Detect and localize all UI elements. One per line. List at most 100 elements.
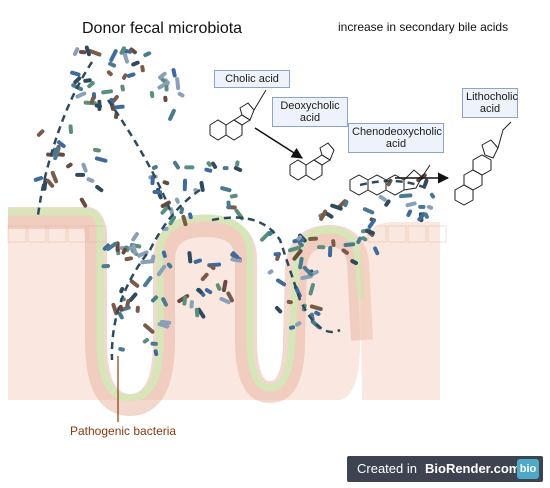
bacterium bbox=[153, 349, 159, 357]
bacterium bbox=[298, 256, 304, 270]
bacterium bbox=[417, 212, 426, 222]
bacterium bbox=[131, 244, 138, 255]
bacterium bbox=[233, 166, 243, 173]
bacterium bbox=[235, 160, 240, 167]
bacterium bbox=[113, 104, 125, 110]
deoxycholic-acid-structure bbox=[289, 142, 335, 181]
bacterium bbox=[325, 212, 334, 219]
bacterium bbox=[302, 265, 314, 277]
migration-trail bbox=[36, 61, 431, 361]
bacterium bbox=[286, 299, 293, 305]
bacterium bbox=[151, 165, 158, 170]
bacterium bbox=[199, 181, 205, 192]
bacterium bbox=[163, 95, 168, 103]
bacterium bbox=[406, 209, 413, 218]
pathogenic-bacteria-label: Pathogenic bacteria bbox=[70, 424, 177, 438]
bacterium bbox=[328, 245, 333, 258]
bacterium bbox=[356, 236, 363, 245]
bacterium bbox=[135, 305, 140, 313]
bacterium bbox=[226, 291, 235, 303]
bacterium bbox=[152, 189, 163, 195]
bacterium bbox=[350, 259, 358, 266]
bacterium bbox=[87, 81, 95, 89]
bile-acid-structures bbox=[209, 89, 512, 206]
bacterium bbox=[101, 89, 114, 95]
bacterium bbox=[72, 47, 80, 57]
bacterium bbox=[161, 250, 167, 258]
bacterium bbox=[331, 239, 336, 247]
bacterium bbox=[118, 347, 125, 352]
bacterium bbox=[361, 236, 368, 242]
bacterium bbox=[101, 264, 111, 269]
bacterium bbox=[273, 252, 281, 257]
bacterium bbox=[45, 178, 55, 188]
bacterium bbox=[229, 193, 238, 199]
bacterium bbox=[204, 288, 213, 295]
bacterium bbox=[298, 241, 304, 248]
bacterium bbox=[68, 124, 73, 135]
bacterium bbox=[287, 245, 302, 253]
bacterium bbox=[36, 129, 45, 137]
bacterium bbox=[150, 295, 159, 303]
bacterium bbox=[386, 178, 393, 187]
bacterium bbox=[230, 257, 242, 263]
bacterium bbox=[197, 307, 206, 319]
epithelial-cell bbox=[87, 225, 107, 243]
lithocholic-acid-structure bbox=[454, 121, 512, 206]
bacterium bbox=[88, 49, 102, 57]
bacterium bbox=[309, 304, 323, 311]
bacterium bbox=[193, 258, 202, 264]
bacterium bbox=[119, 286, 125, 294]
bacterium bbox=[215, 283, 222, 291]
bacterium bbox=[137, 250, 149, 258]
bacterium bbox=[222, 166, 229, 171]
bacterium bbox=[187, 251, 193, 264]
bacterium bbox=[330, 203, 343, 211]
bacterium bbox=[196, 287, 203, 294]
bacterium bbox=[175, 77, 181, 91]
bacterium bbox=[156, 264, 167, 277]
bacterium bbox=[157, 80, 170, 90]
bacterium bbox=[365, 229, 375, 236]
bacterium bbox=[274, 306, 283, 314]
bacterium bbox=[171, 68, 177, 78]
bacterium bbox=[174, 197, 180, 204]
bacterium bbox=[399, 193, 413, 199]
bacterium bbox=[70, 70, 81, 77]
bacterium bbox=[66, 162, 73, 169]
bacterium bbox=[289, 325, 296, 330]
bacterium bbox=[157, 71, 167, 80]
bacterium bbox=[343, 199, 349, 208]
bacterium bbox=[206, 161, 212, 167]
epithelial-cell bbox=[7, 225, 27, 243]
epithelial-cell bbox=[387, 225, 407, 243]
bacterium bbox=[131, 60, 140, 67]
arrow-cholic-to-deoxycholic bbox=[254, 127, 303, 159]
bacterium bbox=[157, 322, 170, 329]
bacterium bbox=[317, 245, 326, 250]
bacterium bbox=[122, 50, 130, 64]
bacterium bbox=[126, 72, 136, 78]
bacterium bbox=[367, 218, 377, 229]
bacterium bbox=[211, 161, 218, 169]
bacterium bbox=[92, 147, 101, 153]
bacterium bbox=[184, 165, 195, 170]
bacterium bbox=[128, 292, 138, 303]
bacterium bbox=[120, 84, 125, 92]
bacterium bbox=[378, 194, 387, 202]
bacterium bbox=[143, 323, 155, 334]
bacterium bbox=[140, 259, 154, 265]
bacterium bbox=[308, 283, 315, 296]
bacterium bbox=[200, 272, 209, 282]
bacterium bbox=[106, 70, 113, 77]
bacterium bbox=[106, 241, 118, 252]
bacterium bbox=[423, 212, 429, 219]
bacterium bbox=[204, 167, 213, 173]
bacterium bbox=[177, 91, 185, 98]
bacterium bbox=[172, 160, 181, 170]
biorender-badge[interactable]: Created in BioRender.com bio bbox=[347, 456, 543, 482]
bacterium bbox=[296, 235, 303, 241]
bacterium bbox=[124, 256, 133, 262]
bacterium bbox=[343, 242, 356, 248]
bacterium bbox=[276, 278, 287, 287]
